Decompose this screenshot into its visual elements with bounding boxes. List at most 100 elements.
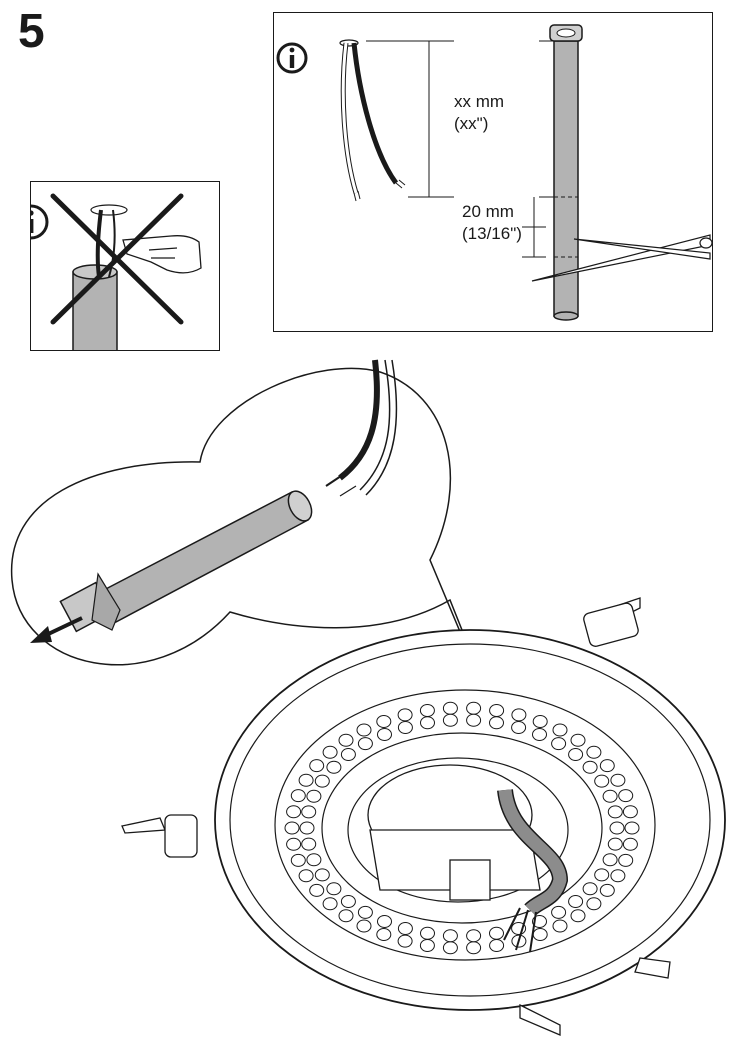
led-dot [466, 941, 482, 955]
strip-length-mm: 20 mm [462, 202, 514, 221]
ceiling-lamp-base [214, 629, 726, 1011]
led-dot [377, 915, 392, 928]
tab-bottom [519, 957, 671, 1036]
led-dot [376, 928, 392, 941]
led-dot [489, 939, 505, 952]
led-dot [340, 748, 356, 761]
led-dot [286, 837, 302, 851]
led-dot [298, 773, 314, 787]
led-dot [306, 853, 322, 867]
led-dot [338, 909, 354, 923]
info-icon [276, 42, 308, 74]
led-dot [442, 713, 458, 727]
led-dot [599, 883, 615, 897]
led-dot [466, 929, 482, 943]
led-dot [322, 897, 338, 911]
led-dot [420, 926, 435, 940]
led-dot [442, 941, 458, 955]
led-dot [284, 821, 300, 835]
led-dot [314, 774, 330, 788]
led-dot [586, 745, 602, 759]
strip-length-in: (13/16") [462, 224, 522, 243]
led-dot [511, 922, 527, 935]
led-dot [582, 882, 598, 896]
info-panel-drawing [276, 24, 712, 321]
led-dot [511, 708, 527, 722]
led-dot [322, 745, 338, 759]
step-number: 5 [18, 5, 45, 58]
led-dot [442, 929, 458, 943]
led-dot [357, 737, 373, 751]
driver-housing [367, 764, 541, 901]
led-dot [532, 928, 548, 941]
led-ring [284, 701, 640, 955]
ceiling-hole [339, 39, 359, 47]
led-dot [286, 805, 302, 819]
led-dot [582, 760, 598, 774]
led-dot [357, 905, 373, 919]
warning-panel-drawing [31, 193, 202, 350]
power-cable [497, 788, 569, 953]
led-dot [570, 909, 586, 923]
led-dot [610, 773, 626, 787]
led-dot [511, 721, 527, 734]
led-dot [298, 869, 314, 883]
led-dot [609, 821, 625, 835]
led-dot [306, 789, 322, 803]
led-dot [610, 869, 626, 883]
led-dot [356, 919, 372, 933]
led-dot [301, 837, 317, 851]
led-dot [552, 919, 568, 933]
scissors-icon [531, 234, 712, 282]
led-dot [532, 728, 547, 741]
info-icon [31, 204, 49, 240]
support-tube [59, 490, 313, 633]
mounting-clip [121, 597, 641, 858]
led-dot [618, 853, 634, 867]
wire-pair [325, 359, 398, 497]
led-dot [586, 897, 602, 911]
led-dot [376, 715, 392, 728]
detail-callout-bubble [10, 367, 521, 776]
led-dot [397, 922, 413, 935]
led-dot [602, 853, 618, 867]
led-dot [489, 716, 504, 730]
led-dot [397, 721, 413, 734]
led-dot [299, 821, 315, 835]
led-dot [397, 708, 413, 722]
led-dot [419, 939, 435, 952]
led-dot [397, 934, 413, 948]
tube-section [72, 204, 128, 350]
arrow-icon [30, 616, 83, 643]
led-dot [338, 733, 354, 747]
info-panel-measurements: xx mm (xx") 20 mm (13/16") [273, 12, 713, 332]
led-dot [599, 759, 615, 773]
led-dot [326, 882, 342, 896]
led-dot [624, 821, 640, 835]
wire-length-in: (xx") [454, 114, 489, 133]
led-dot [607, 837, 623, 851]
led-dot [594, 774, 610, 788]
led-dot [314, 868, 330, 882]
hand-icon [122, 235, 202, 274]
led-dot [489, 704, 505, 717]
cross-out-icon [50, 193, 184, 325]
led-dot [570, 733, 586, 747]
led-dot [622, 837, 638, 851]
led-dot [489, 926, 504, 940]
led-dot [340, 895, 356, 908]
led-dot [568, 748, 584, 761]
led-dot [309, 883, 325, 897]
wire-pair [340, 42, 406, 202]
led-dot [552, 723, 568, 737]
led-dot [466, 701, 482, 715]
led-dot [309, 759, 325, 773]
led-dot [290, 789, 306, 803]
led-dot [377, 728, 392, 741]
led-dot [594, 868, 610, 882]
led-dot [466, 713, 482, 727]
led-dot [551, 905, 567, 919]
led-dot [419, 704, 435, 717]
led-dot [532, 915, 547, 928]
led-dot [551, 737, 567, 751]
